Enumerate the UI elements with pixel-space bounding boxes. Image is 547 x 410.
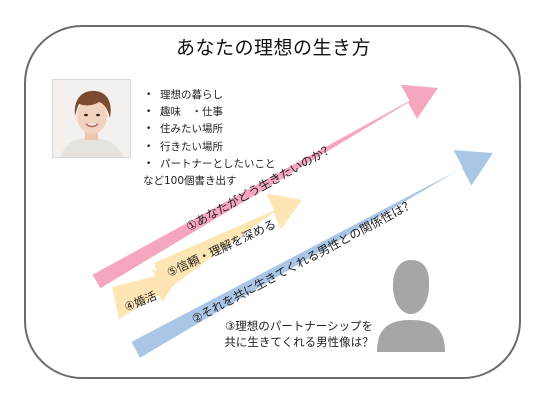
question-line-2: 共に生きてくれる男性像は？ xyxy=(224,335,374,349)
bullet-item: 趣味 ・仕事 xyxy=(146,104,276,121)
idea-bullet-list: 理想の暮らし 趣味 ・仕事 住みたい場所 行きたい場所 パートナーとしたいこと xyxy=(146,87,276,173)
bullet-item: パートナーとしたいこと xyxy=(146,156,276,173)
bullet-item: 行きたい場所 xyxy=(146,139,276,156)
bullet-item: 住みたい場所 xyxy=(146,121,276,138)
blue-arrow-shape xyxy=(131,150,493,358)
person-silhouette-icon xyxy=(377,260,445,352)
konkatsu-arrow-shape xyxy=(112,269,176,319)
pink-arrow-shape xyxy=(92,84,438,289)
yellow-arrow-shape xyxy=(154,193,302,292)
bullet-item: 理想の暮らし xyxy=(146,87,276,104)
question-line-1: ③理想のパートナーシップを xyxy=(224,319,374,333)
woman-portrait-photo xyxy=(52,79,131,158)
list-note: など100個書き出す xyxy=(143,175,237,187)
partner-question: ③理想のパートナーシップを 共に生きてくれる男性像は？ xyxy=(224,318,374,350)
diagram-title: あなたの理想の生き方 xyxy=(175,37,371,59)
